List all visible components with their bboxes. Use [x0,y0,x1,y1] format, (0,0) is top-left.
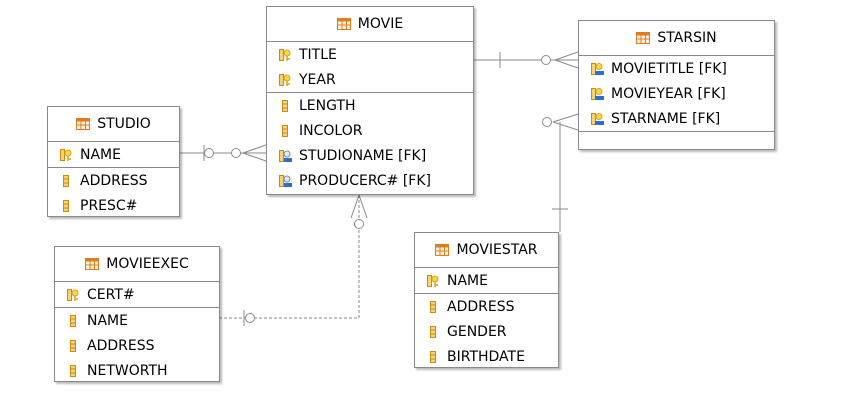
table-icon [636,31,651,45]
attribute-label: ADDRESS [87,337,155,354]
attribute-row[interactable]: YEAR [267,67,473,92]
attribute-label: MOVIEYEAR [FK] [611,85,726,102]
relationship-studio-movie[interactable] [180,144,267,162]
attribute-row[interactable]: GENDER [415,319,558,344]
attribute-label: PRESC# [80,197,138,214]
entity-title: MOVIESTAR [456,242,538,258]
table-icon [435,243,450,257]
attribute-label: ADDRESS [80,172,148,189]
table-icon [336,17,351,31]
entity-header: MOVIE [267,7,473,42]
attribute-label: INCOLOR [299,122,363,139]
key-section: NAME [415,268,558,294]
attribute-row[interactable]: CERT# [55,282,219,307]
attribute-row[interactable]: ADDRESS [48,168,179,193]
primary-foreign-key-icon [590,112,604,126]
primary-key-icon [278,73,292,87]
attribute-row[interactable]: MOVIEYEAR [FK] [579,81,774,106]
entity-starsin[interactable]: STARSIN MOVIETITLE [FK] MOVIEYEAR [FK] STA… [578,20,775,150]
column-icon [59,199,73,213]
entity-movieexec[interactable]: MOVIEEXEC CERT# NAME ADDRESS NETWORTH [54,246,220,382]
foreign-key-icon [278,149,292,163]
attribute-label: TITLE [299,46,337,63]
entity-title: MOVIEEXEC [106,256,189,272]
entity-header: MOVIESTAR [415,233,558,268]
column-icon [66,364,80,378]
column-icon [426,325,440,339]
column-icon [426,350,440,364]
attribute-row[interactable]: NETWORTH [55,358,219,383]
attribute-label: CERT# [87,286,135,303]
key-section: CERT# [55,282,219,308]
attribute-label: YEAR [299,71,336,88]
attribute-row[interactable]: NAME [55,308,219,333]
attribute-label: STARNAME [FK] [611,110,721,127]
primary-key-icon [426,274,440,288]
relationship-movie-starsin[interactable] [474,51,579,69]
primary-key-icon [278,48,292,62]
relationship-movieexec-movie[interactable] [220,194,368,326]
relationship-moviestar-starsin[interactable] [542,113,579,232]
entity-header: MOVIEEXEC [55,247,219,282]
attribute-row[interactable]: STUDIONAME [FK] [267,143,473,168]
attribute-label: BIRTHDATE [447,348,525,365]
attribute-row[interactable]: PRESC# [48,193,179,218]
attribute-label: NAME [447,272,488,289]
column-section: ADDRESS PRESC# [48,168,179,218]
attribute-label: GENDER [447,323,507,340]
entity-header: STARSIN [579,21,774,56]
column-icon [66,339,80,353]
attribute-label: PRODUCERC# [FK] [299,172,431,189]
table-icon [85,257,100,271]
column-icon [66,314,80,328]
table-icon [76,117,91,131]
foreign-key-icon [278,174,292,188]
attribute-row[interactable]: NAME [415,268,558,293]
entity-movie[interactable]: MOVIE TITLE YEAR LENGTH INCOLOR STUDIONAME … [266,6,474,195]
entity-title: STUDIO [97,116,151,132]
primary-foreign-key-icon [590,62,604,76]
entity-moviestar[interactable]: MOVIESTAR NAME ADDRESS GENDER BIRTHDATE [414,232,559,368]
key-section: NAME [48,142,179,168]
column-section: NAME ADDRESS NETWORTH [55,308,219,383]
attribute-row[interactable]: INCOLOR [267,118,473,143]
column-icon [426,300,440,314]
column-section: ADDRESS GENDER BIRTHDATE [415,294,558,369]
attribute-label: STUDIONAME [FK] [299,147,427,164]
attribute-row[interactable]: TITLE [267,42,473,67]
entity-header: STUDIO [48,107,179,142]
attribute-row[interactable]: BIRTHDATE [415,344,558,369]
attribute-label: MOVIETITLE [FK] [611,60,727,77]
attribute-row[interactable]: LENGTH [267,93,473,118]
key-section: TITLE YEAR [267,42,473,93]
attribute-row[interactable]: NAME [48,142,179,167]
column-icon [278,99,292,113]
attribute-row[interactable]: ADDRESS [55,333,219,358]
attribute-label: NAME [80,146,121,163]
attribute-label: NETWORTH [87,362,168,379]
key-section: MOVIETITLE [FK] MOVIEYEAR [FK] STARNAME [F… [579,56,774,132]
column-icon [278,124,292,138]
attribute-label: LENGTH [299,97,356,114]
column-section: LENGTH INCOLOR STUDIONAME [FK] PRODUCERC# [… [267,93,473,193]
attribute-row[interactable]: ADDRESS [415,294,558,319]
primary-key-icon [66,288,80,302]
attribute-row[interactable]: PRODUCERC# [FK] [267,168,473,193]
entity-title: STARSIN [657,30,717,46]
column-section [579,132,774,146]
column-icon [59,174,73,188]
primary-key-icon [59,148,73,162]
attribute-label: ADDRESS [447,298,515,315]
attribute-row[interactable]: STARNAME [FK] [579,106,774,131]
entity-studio[interactable]: STUDIO NAME ADDRESS PRESC# [47,106,180,217]
empty-column-area [579,132,774,146]
primary-foreign-key-icon [590,87,604,101]
entity-title: MOVIE [357,16,404,32]
attribute-label: NAME [87,312,128,329]
attribute-row[interactable]: MOVIETITLE [FK] [579,56,774,81]
